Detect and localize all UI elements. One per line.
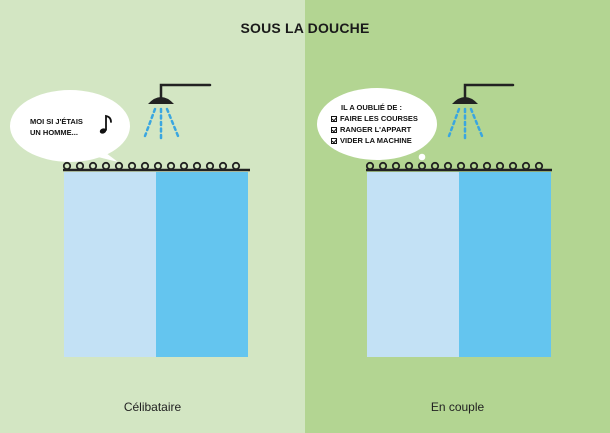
speech-bubble-right <box>317 88 437 161</box>
shower-head-right-icon <box>452 83 515 104</box>
curtain-left-dark <box>156 172 248 357</box>
right-scene <box>317 83 552 357</box>
checklist-item: FAIRE LES COURSES <box>331 113 418 124</box>
curtain-rings-right <box>365 161 544 171</box>
bubble-text-left: MOI SI J'ÉTAIS UN HOMME... <box>30 116 83 138</box>
caption-celibataire: Célibataire <box>123 400 182 414</box>
water-drops-left <box>143 107 180 140</box>
bubble-line: MOI SI J'ÉTAIS <box>30 117 83 126</box>
speech-bubble-left <box>10 90 130 162</box>
water-drops-right <box>447 107 484 140</box>
music-note-icon <box>99 114 112 134</box>
checked-box-icon <box>331 137 337 144</box>
checklist-item-label: FAIRE LES COURSES <box>340 114 418 123</box>
curtain-right-dark <box>459 172 551 357</box>
checked-box-icon <box>331 126 337 133</box>
bubble-line: UN HOMME... <box>30 128 78 137</box>
left-scene <box>10 83 250 357</box>
checked-box-icon <box>331 115 337 122</box>
bubble-header: IL A OUBLIÉ DE : <box>341 103 402 112</box>
checklist-item: VIDER LA MACHINE <box>331 135 418 146</box>
checklist-item-label: VIDER LA MACHINE <box>340 136 412 145</box>
page-title: SOUS LA DOUCHE <box>240 20 370 36</box>
shower-head-left-icon <box>148 83 212 104</box>
curtain-rings-left <box>62 161 241 171</box>
curtain-right-light <box>367 172 459 357</box>
caption-en-couple: En couple <box>430 400 485 414</box>
checklist-item: RANGER L'APPART <box>331 124 418 135</box>
curtain-left-light <box>64 172 156 357</box>
checklist-item-label: RANGER L'APPART <box>340 125 412 134</box>
bubble-text-right: IL A OUBLIÉ DE : FAIRE LES COURSES RANGE… <box>331 102 418 146</box>
